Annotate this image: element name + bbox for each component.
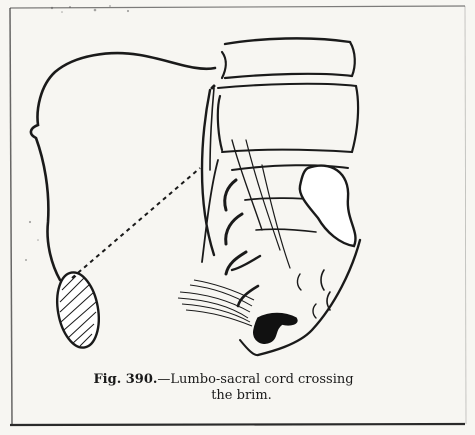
figure-caption-text-1: —Lumbo-sacral cord crossing	[157, 372, 353, 387]
ligament-fibres	[178, 280, 254, 326]
hatched-oval	[52, 269, 105, 351]
pelvic-brim-dotted-line	[72, 168, 200, 278]
figure-caption-line2: the brim.	[4, 388, 475, 404]
figure-caption-text-2: the brim.	[211, 388, 272, 403]
lumbosacral-cord	[202, 86, 290, 306]
figure-label: Fig. 390.	[93, 372, 157, 387]
scan-noise	[25, 5, 129, 261]
coccyx	[254, 314, 297, 344]
figure-caption-line1: Fig. 390.—Lumbo-sacral cord crossing	[0, 372, 461, 388]
ilium-outline	[31, 53, 215, 280]
lumbar-vertebra	[218, 38, 358, 152]
